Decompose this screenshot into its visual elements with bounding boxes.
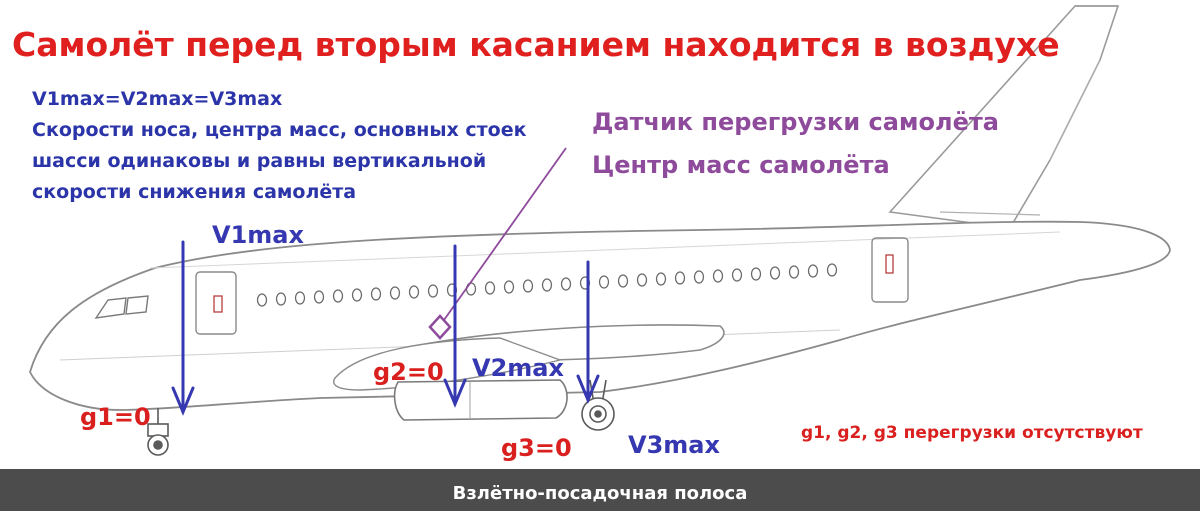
no-loads-note: g1, g2, g3 перегрузки отсутствуют <box>801 423 1143 443</box>
g3-label: g3=0 <box>501 434 572 462</box>
note-line: скорости снижения самолёта <box>32 181 357 203</box>
diagram-title: Самолёт перед вторым касанием находится … <box>12 25 1060 64</box>
sensor-pointer <box>443 147 567 321</box>
v3-label: V3max <box>628 431 720 459</box>
fuselage-stripe <box>149 231 1061 269</box>
center-of-mass-label: Центр масс самолёта <box>592 151 890 179</box>
note-line: V1max=V2max=V3max <box>32 88 283 110</box>
nose-gear <box>147 408 169 456</box>
note-line: Скорости носа, центра масс, основных сто… <box>32 119 527 141</box>
sensor-label: Датчик перегрузки самолёта <box>592 108 999 136</box>
v1-label: V1max <box>212 221 304 249</box>
cockpit-window <box>125 295 149 315</box>
fuselage <box>29 220 1171 411</box>
velocity-arrows <box>171 240 600 416</box>
rear-door-handle <box>885 254 894 274</box>
load-sensor-diamond <box>428 314 452 340</box>
g1-label: g1=0 <box>80 403 151 431</box>
cabin-windows <box>256 263 838 307</box>
front-door <box>195 271 237 335</box>
g2-label: g2=0 <box>373 358 444 386</box>
rear-door <box>871 237 909 303</box>
runway-label: Взлётно-посадочная полоса <box>452 483 748 504</box>
fin-root-line <box>939 211 1041 216</box>
wing-fairing <box>333 337 563 391</box>
cockpit-window <box>94 297 127 319</box>
runway-bar: Взлётно-посадочная полоса <box>0 469 1200 511</box>
v2-label: V2max <box>472 354 564 382</box>
engine-nacelle <box>393 379 568 421</box>
note-line: шасси одинаковы и равны вертикальной <box>32 150 487 172</box>
rudder-line <box>1049 59 1101 161</box>
front-door-handle <box>213 295 223 313</box>
